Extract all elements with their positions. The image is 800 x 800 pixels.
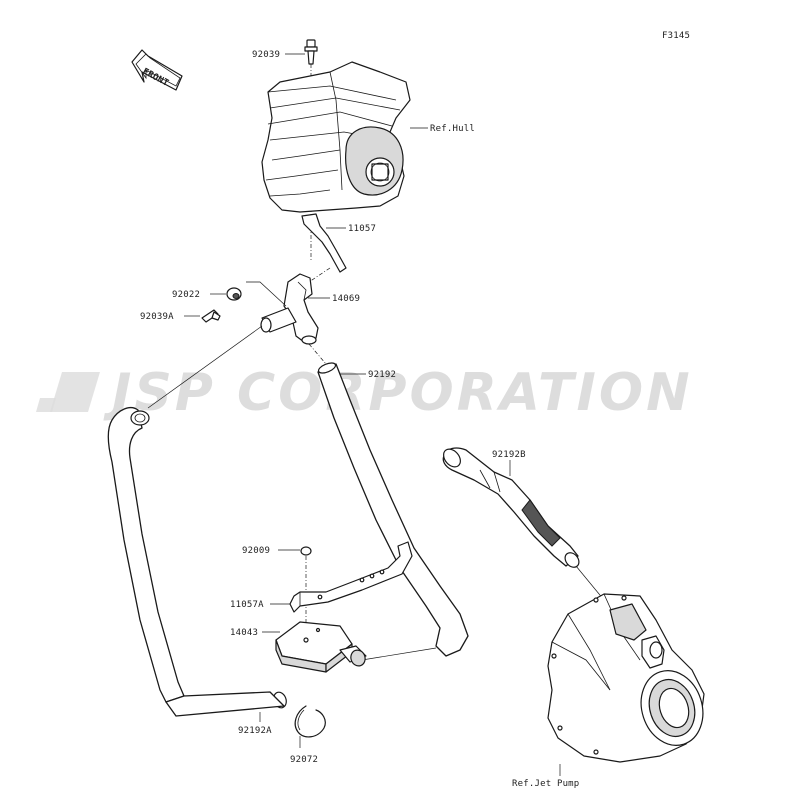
clamp-92072: 92072 [290,705,326,765]
hose-92192A: 92192A [107,406,287,736]
ref-jet-pump-label: Ref.Jet Pump [512,779,579,789]
ref-hull-label: Ref.Hull [430,124,475,134]
label-92039A: 92039A [140,312,174,322]
bracket-11057A: 11057A [230,541,413,613]
label-92022: 92022 [172,290,200,300]
bolt-92009: 92009 [242,546,312,660]
label-11057: 11057 [348,224,376,234]
hull-section: Ref.Hull [261,61,475,213]
label-11057A: 11057A [230,600,264,610]
label-92072: 92072 [290,755,318,765]
label-92039: 92039 [252,50,280,60]
fitting-14069: 14069 [246,267,360,345]
label-14069: 14069 [332,294,360,304]
figure-code: F3145 [662,31,690,41]
label-92009: 92009 [242,546,270,556]
bracket-11057: 11057 [301,213,376,273]
label-14043: 14043 [230,628,258,638]
jet-pump: Ref.Jet Pump [512,593,705,789]
front-arrow-icon: FRONT [131,49,183,91]
label-92192: 92192 [368,370,396,380]
label-92192A: 92192A [238,726,272,736]
hose-92192B: 92192B [442,447,605,601]
watermark: JSP CORPORATION [36,363,693,423]
clip-92039A: 92039A [140,309,221,323]
hose-92192: 92192 [308,343,469,661]
washer-92022: 92022 [172,287,242,301]
label-92192B: 92192B [492,450,526,460]
watermark-text: JSP CORPORATION [103,363,693,423]
mount-14043: 14043 [230,621,367,673]
